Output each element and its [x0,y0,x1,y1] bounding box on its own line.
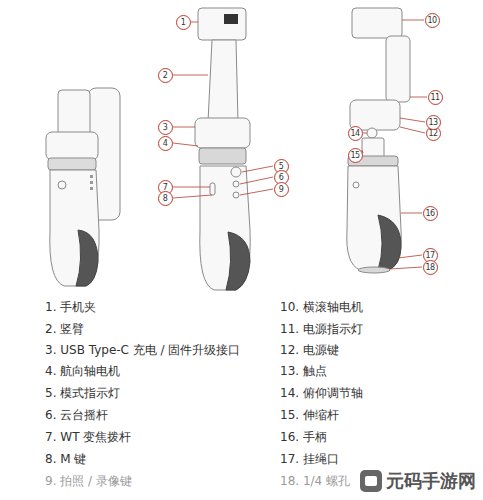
leader-lines-part [400,127,425,133]
unfolded-gimbal-front-part [198,8,246,40]
unfolded-gimbal-side-part [367,128,377,138]
watermark-logo-part [360,470,382,492]
leader-lines-part [173,187,210,188]
callout-number: 15 [348,148,363,163]
callout-number: 10 [425,13,440,28]
leader-lines-part [400,118,425,122]
watermark-logo-part [365,476,377,486]
part-name: 15. 伸缩杆 [280,407,339,423]
leader-lines-part [173,127,195,128]
leader-lines-part [398,255,422,258]
unfolded-gimbal-front [195,8,250,290]
leader-lines-part [402,20,424,21]
unfolded-gimbal-front-part [210,183,215,195]
part-name: 2. 竖臂 [45,321,84,337]
leader-lines-part [401,213,422,214]
leader-lines-part [191,22,198,23]
part-name: 4. 航向轴电机 [45,363,120,379]
unfolded-gimbal-front-part [226,232,250,290]
folded-gimbal-part [90,175,93,178]
callout-number: 14 [348,126,363,141]
unfolded-gimbal-front-part [208,40,238,122]
leader-lines-part [363,133,367,134]
folded-gimbal-part [90,187,93,190]
part-name: 9. 拍照 / 录像键 [45,473,132,489]
callout-number: 9 [274,182,289,197]
unfolded-gimbal-front-part [224,14,238,24]
part-name: 10. 横滚轴电机 [280,299,363,315]
unfolded-gimbal-front-part [199,148,246,164]
callout-number: 8 [158,191,173,206]
part-name: 13. 触点 [280,363,327,379]
part-name: 1. 手机夹 [45,299,96,315]
leader-lines [173,20,427,269]
folded-gimbal-part [46,132,98,160]
unfolded-gimbal-front-part [233,192,239,198]
part-name: 14. 俯仰调节轴 [280,385,363,401]
watermark-logo [360,470,382,492]
part-name: 11. 电源指示灯 [280,321,363,337]
part-name: 17. 挂绳口 [280,451,339,467]
folded-gimbal-part [48,158,96,170]
part-name: 5. 模式指示灯 [45,385,120,401]
leader-lines-part [240,177,273,184]
unfolded-gimbal-front-part [200,166,250,290]
leader-lines-part [410,97,427,98]
part-name: 16. 手柄 [280,429,327,445]
unfolded-gimbal-side-part [353,182,359,188]
unfolded-gimbal-front-part [233,181,239,187]
folded-gimbal-part [58,181,66,189]
folded-gimbal-part [76,230,98,286]
part-name: 3. USB Type-C 充电 / 固件升级接口 [45,342,240,358]
leader-lines-part [173,75,208,76]
unfolded-gimbal-side-part [352,8,402,38]
part-name: 6. 云台摇杆 [45,407,108,423]
leader-lines-part [173,143,198,146]
leader-lines-part [390,267,422,269]
watermark: 元码手游网 [386,470,476,492]
unfolded-gimbal-side-part [386,36,410,102]
folded-gimbal [46,88,120,286]
part-name: 12. 电源键 [280,342,339,358]
unfolded-gimbal-side-part [378,215,401,270]
callout-number: 13 [426,115,441,130]
callout-number: 11 [428,90,443,105]
folded-gimbal-part [50,170,99,286]
callout-number: 18 [423,260,438,275]
leader-lines-part [242,166,273,172]
leader-lines-part [240,189,273,195]
part-name: 18. 1/4 螺孔 [280,473,350,489]
unfolded-gimbal-side-part [347,166,401,270]
part-name: 8. M 键 [45,451,86,467]
folded-gimbal-part [90,181,93,184]
callout-number: 4 [158,136,173,151]
callout-number: 16 [423,206,438,221]
leader-lines-part [173,195,212,198]
callout-number: 2 [158,68,173,83]
unfolded-gimbal-front-part [231,167,241,177]
callout-number: 1 [176,15,191,30]
unfolded-gimbal-side-part [358,267,390,273]
unfolded-gimbal-side [347,8,410,273]
part-name: 7. WT 变焦拨杆 [45,429,131,445]
callout-number: 3 [158,120,173,135]
unfolded-gimbal-side-part [362,138,384,158]
unfolded-gimbal-front-part [195,118,250,148]
